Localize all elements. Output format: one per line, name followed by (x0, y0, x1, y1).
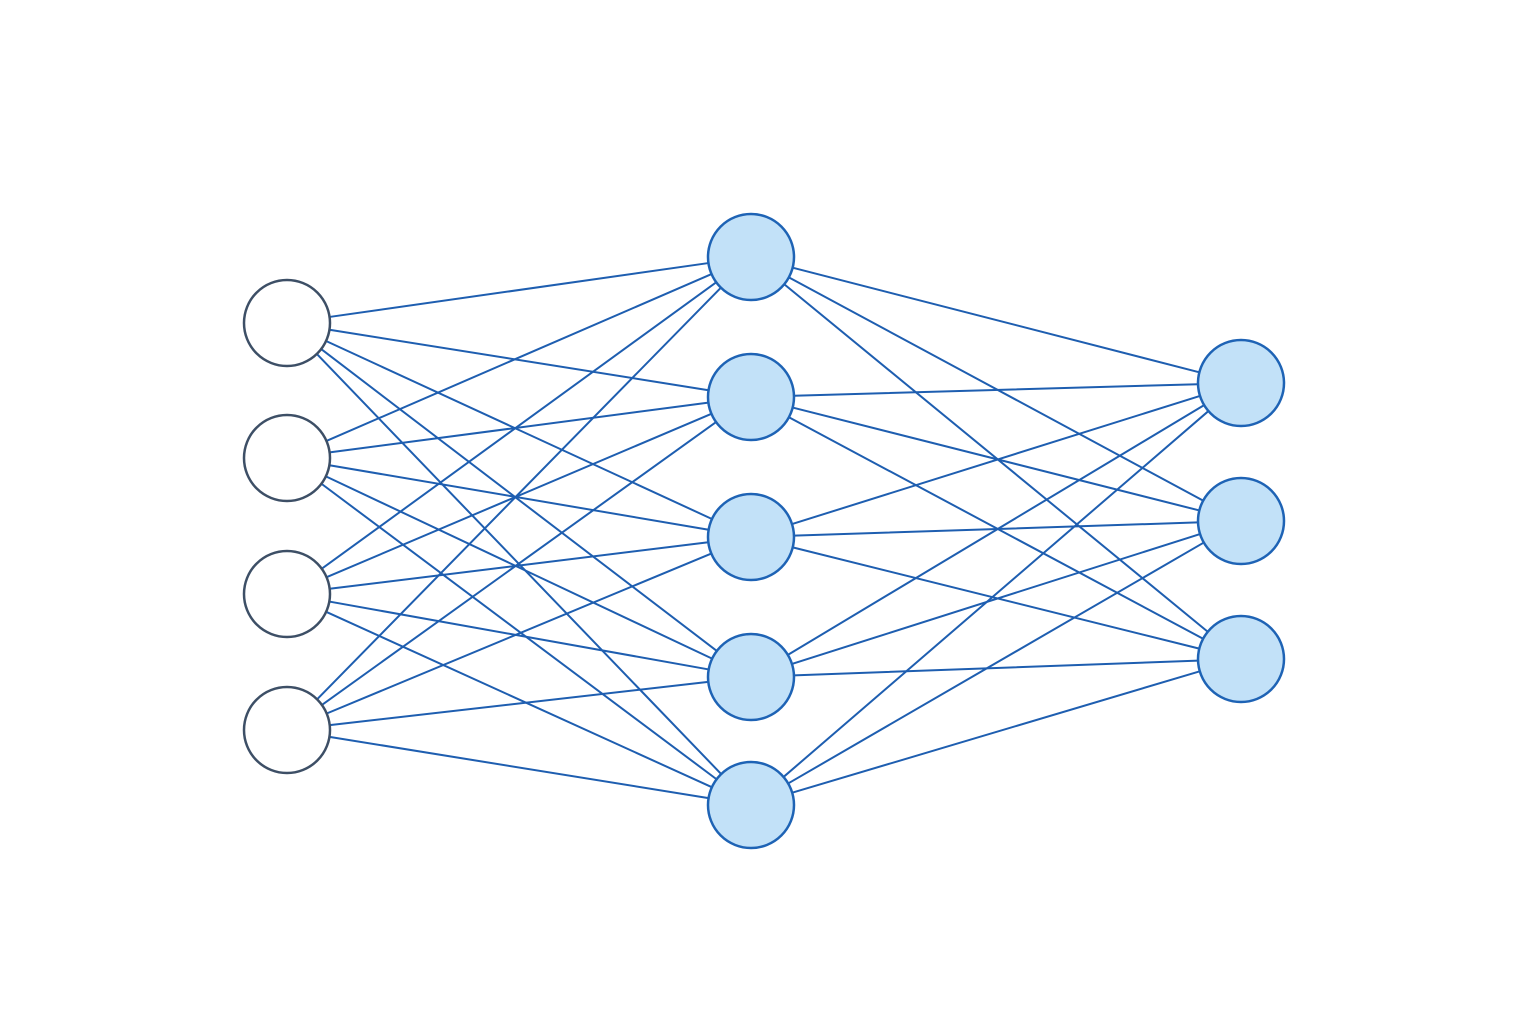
neurons (242, 212, 1286, 850)
edge-hidden5-output1 (782, 410, 1210, 778)
edge-input2-hidden3 (328, 464, 710, 531)
connections (315, 262, 1210, 800)
output-node-3 (1196, 614, 1286, 704)
edge-input1-hidden1 (328, 262, 710, 318)
edge-hidden1-output1 (791, 266, 1201, 374)
hidden-node-3 (706, 492, 796, 582)
hidden-node-2 (706, 352, 796, 442)
edge-input3-hidden2 (325, 412, 713, 579)
edge-input4-hidden4 (328, 680, 710, 727)
edge-input4-hidden3 (325, 552, 713, 715)
edge-input3-hidden3 (328, 541, 710, 590)
input-node-1 (242, 278, 332, 368)
edge-hidden5-output3 (791, 670, 1201, 794)
edge-input4-hidden5 (328, 735, 710, 800)
edge-input4-hidden1 (316, 286, 722, 701)
edge-input3-hidden5 (325, 610, 713, 789)
edge-input4-hidden2 (320, 421, 718, 706)
input-node-3 (242, 549, 332, 639)
edge-input2-hidden2 (328, 401, 710, 454)
output-node-2 (1196, 476, 1286, 566)
output-node-1 (1196, 338, 1286, 428)
edge-hidden4-output3 (792, 659, 1200, 677)
edge-hidden4-output1 (786, 404, 1206, 656)
edge-hidden4-output2 (790, 533, 1202, 665)
edge-hidden5-output2 (787, 541, 1205, 785)
hidden-node-4 (706, 632, 796, 722)
hidden-node-5 (706, 760, 796, 850)
hidden-node-1 (706, 212, 796, 302)
edge-input1-hidden4 (320, 348, 718, 652)
edge-input3-hidden4 (328, 600, 710, 671)
edge-input2-hidden5 (320, 482, 718, 781)
input-node-2 (242, 413, 332, 503)
edge-input3-hidden1 (320, 281, 718, 570)
input-node-4 (242, 685, 332, 775)
edge-hidden2-output1 (792, 383, 1200, 397)
edge-hidden3-output1 (791, 394, 1201, 526)
edge-input1-hidden2 (328, 328, 710, 392)
edge-input2-hidden1 (325, 273, 713, 442)
edge-input2-hidden4 (324, 475, 714, 660)
edge-input1-hidden3 (325, 340, 713, 520)
